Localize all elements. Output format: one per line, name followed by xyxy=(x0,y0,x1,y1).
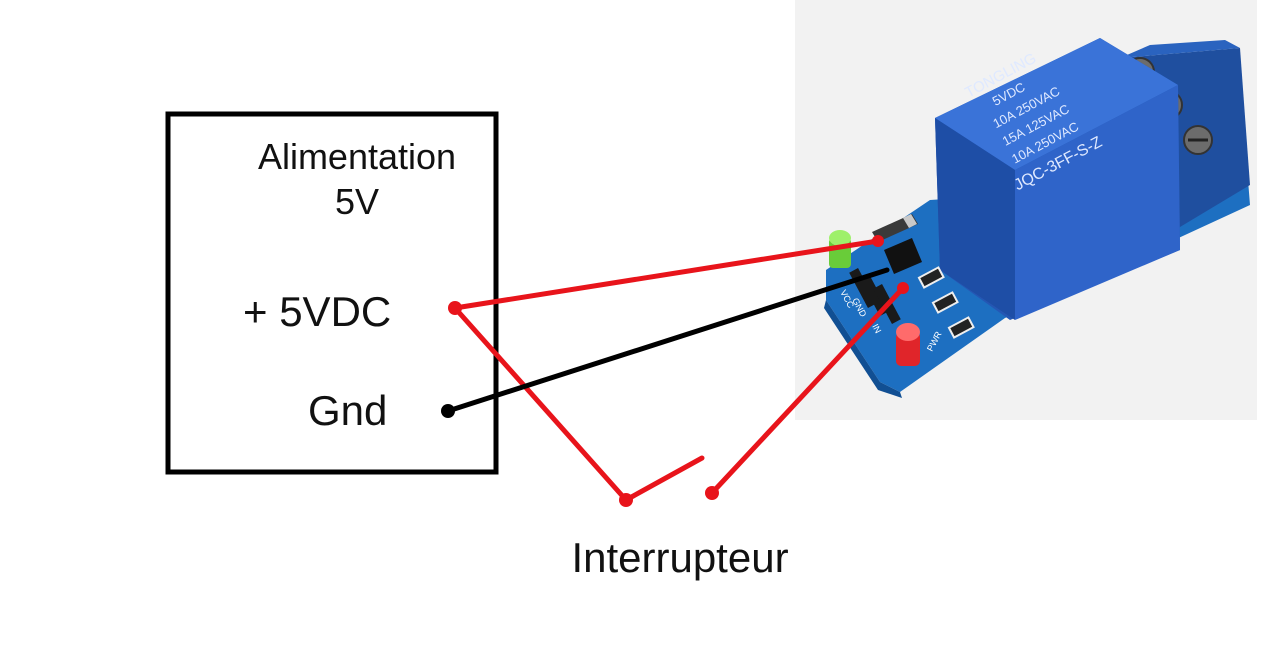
power-supply-voltage: 5V xyxy=(335,181,379,222)
switch-label: Interrupteur xyxy=(571,534,788,581)
wire-positive-to-vcc xyxy=(452,238,881,311)
switch-terminal-right xyxy=(705,486,719,500)
wire-ground-to-gnd xyxy=(445,267,890,414)
smd-resistor-1 xyxy=(917,266,945,289)
positive-terminal-label: + 5VDC xyxy=(243,288,391,335)
ground-terminal-label: Gnd xyxy=(308,387,387,434)
wire-switch-to-in xyxy=(709,285,906,496)
power-supply-box xyxy=(165,111,499,475)
relay-module: TONGLING 5VDC 10A 250VAC 15A 125VAC 10A … xyxy=(824,38,1250,398)
in-pin-dot xyxy=(897,282,909,294)
relay-pcb-edge xyxy=(824,300,902,398)
switch-terminal-left xyxy=(619,493,633,507)
ground-terminal-dot xyxy=(441,404,455,418)
vcc-pin-dot xyxy=(872,235,884,247)
smd-resistors xyxy=(917,266,975,339)
smd-resistor-3 xyxy=(947,316,975,339)
power-supply-title: Alimentation xyxy=(258,136,456,177)
flyback-diode xyxy=(872,214,918,242)
relay-body xyxy=(935,38,1180,320)
red-led xyxy=(896,323,920,366)
transistor xyxy=(884,238,922,274)
positive-terminal-dot xyxy=(448,301,462,315)
switch-lever xyxy=(623,455,705,503)
smd-resistor-2 xyxy=(931,291,959,314)
pin-label-in: IN xyxy=(870,322,883,335)
wire-positive-to-switch xyxy=(452,305,629,503)
